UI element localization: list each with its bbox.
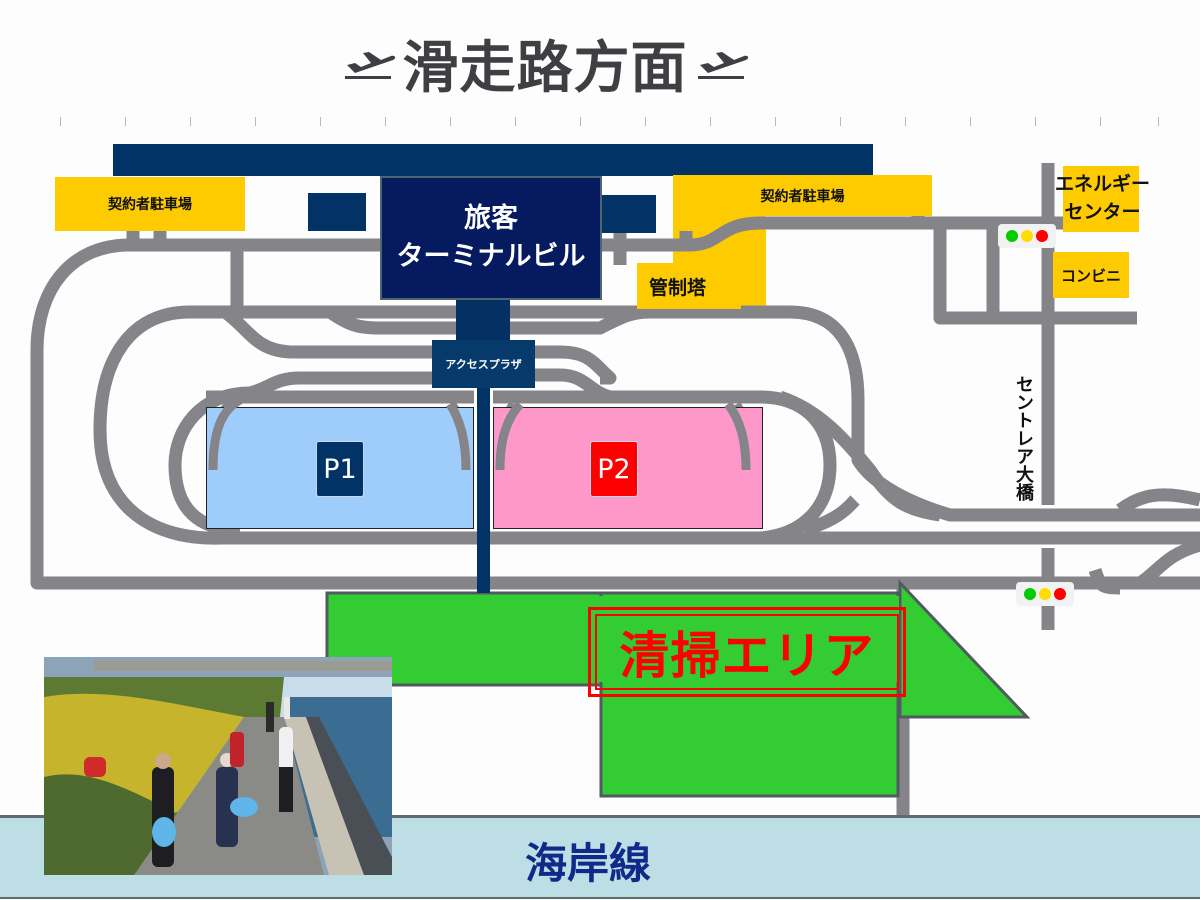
passenger-terminal: 旅客 ターミナルビル <box>380 176 602 300</box>
terminal-label-line1: 旅客 <box>464 203 518 234</box>
signal-green-icon <box>1024 588 1036 600</box>
parking-p2-badge: P2 <box>590 441 638 497</box>
apron-bar <box>113 144 873 176</box>
contract-parking-left-label: 契約者駐車場 <box>108 197 192 213</box>
contract-parking-right: 契約者駐車場 <box>673 175 932 216</box>
centrair-bridge-label: セントレア大橋 <box>1013 375 1034 501</box>
coastline-label: 海岸線 <box>525 839 652 888</box>
energy-center-label: エネルギー センター <box>1054 173 1150 223</box>
parking-p1-badge: P1 <box>316 441 364 497</box>
control-tower-label: 管制塔 <box>649 276 707 299</box>
traffic-signal-bottom <box>1016 582 1074 606</box>
signal-yellow-icon <box>1021 230 1033 242</box>
cleanup-activity-photo <box>44 657 392 875</box>
airplane-takeoff-icon <box>697 52 748 79</box>
terminal-label-line2: ターミナルビル <box>396 241 586 272</box>
signal-green-icon <box>1006 230 1018 242</box>
contract-parking-left: 契約者駐車場 <box>55 177 245 231</box>
signal-red-icon <box>1054 588 1066 600</box>
cleanup-area-label: 清掃エリア <box>588 607 906 697</box>
terminal-connector <box>456 300 510 340</box>
control-tower: 管制塔 <box>637 263 741 309</box>
terminal-wing-right <box>601 195 656 233</box>
airplane-takeoff-icon <box>344 52 395 79</box>
access-plaza-label: アクセスプラザ <box>445 358 522 371</box>
convenience-store: コンビニ <box>1053 252 1129 298</box>
scale-ticks <box>60 117 1160 127</box>
terminal-wing-left <box>308 193 366 231</box>
energy-center <box>1063 166 1139 232</box>
signal-yellow-icon <box>1039 588 1051 600</box>
traffic-signal-top <box>998 224 1056 248</box>
map-title: 滑走路方面 <box>330 28 760 101</box>
photo-illustration <box>44 657 392 875</box>
access-plaza: アクセスプラザ <box>432 340 535 388</box>
pedestrian-walkway <box>477 388 490 593</box>
map-title-text: 滑走路方面 <box>402 35 688 101</box>
contract-parking-right-label: 契約者駐車場 <box>760 188 845 205</box>
convenience-store-label: コンビニ <box>1060 266 1121 285</box>
signal-red-icon <box>1036 230 1048 242</box>
